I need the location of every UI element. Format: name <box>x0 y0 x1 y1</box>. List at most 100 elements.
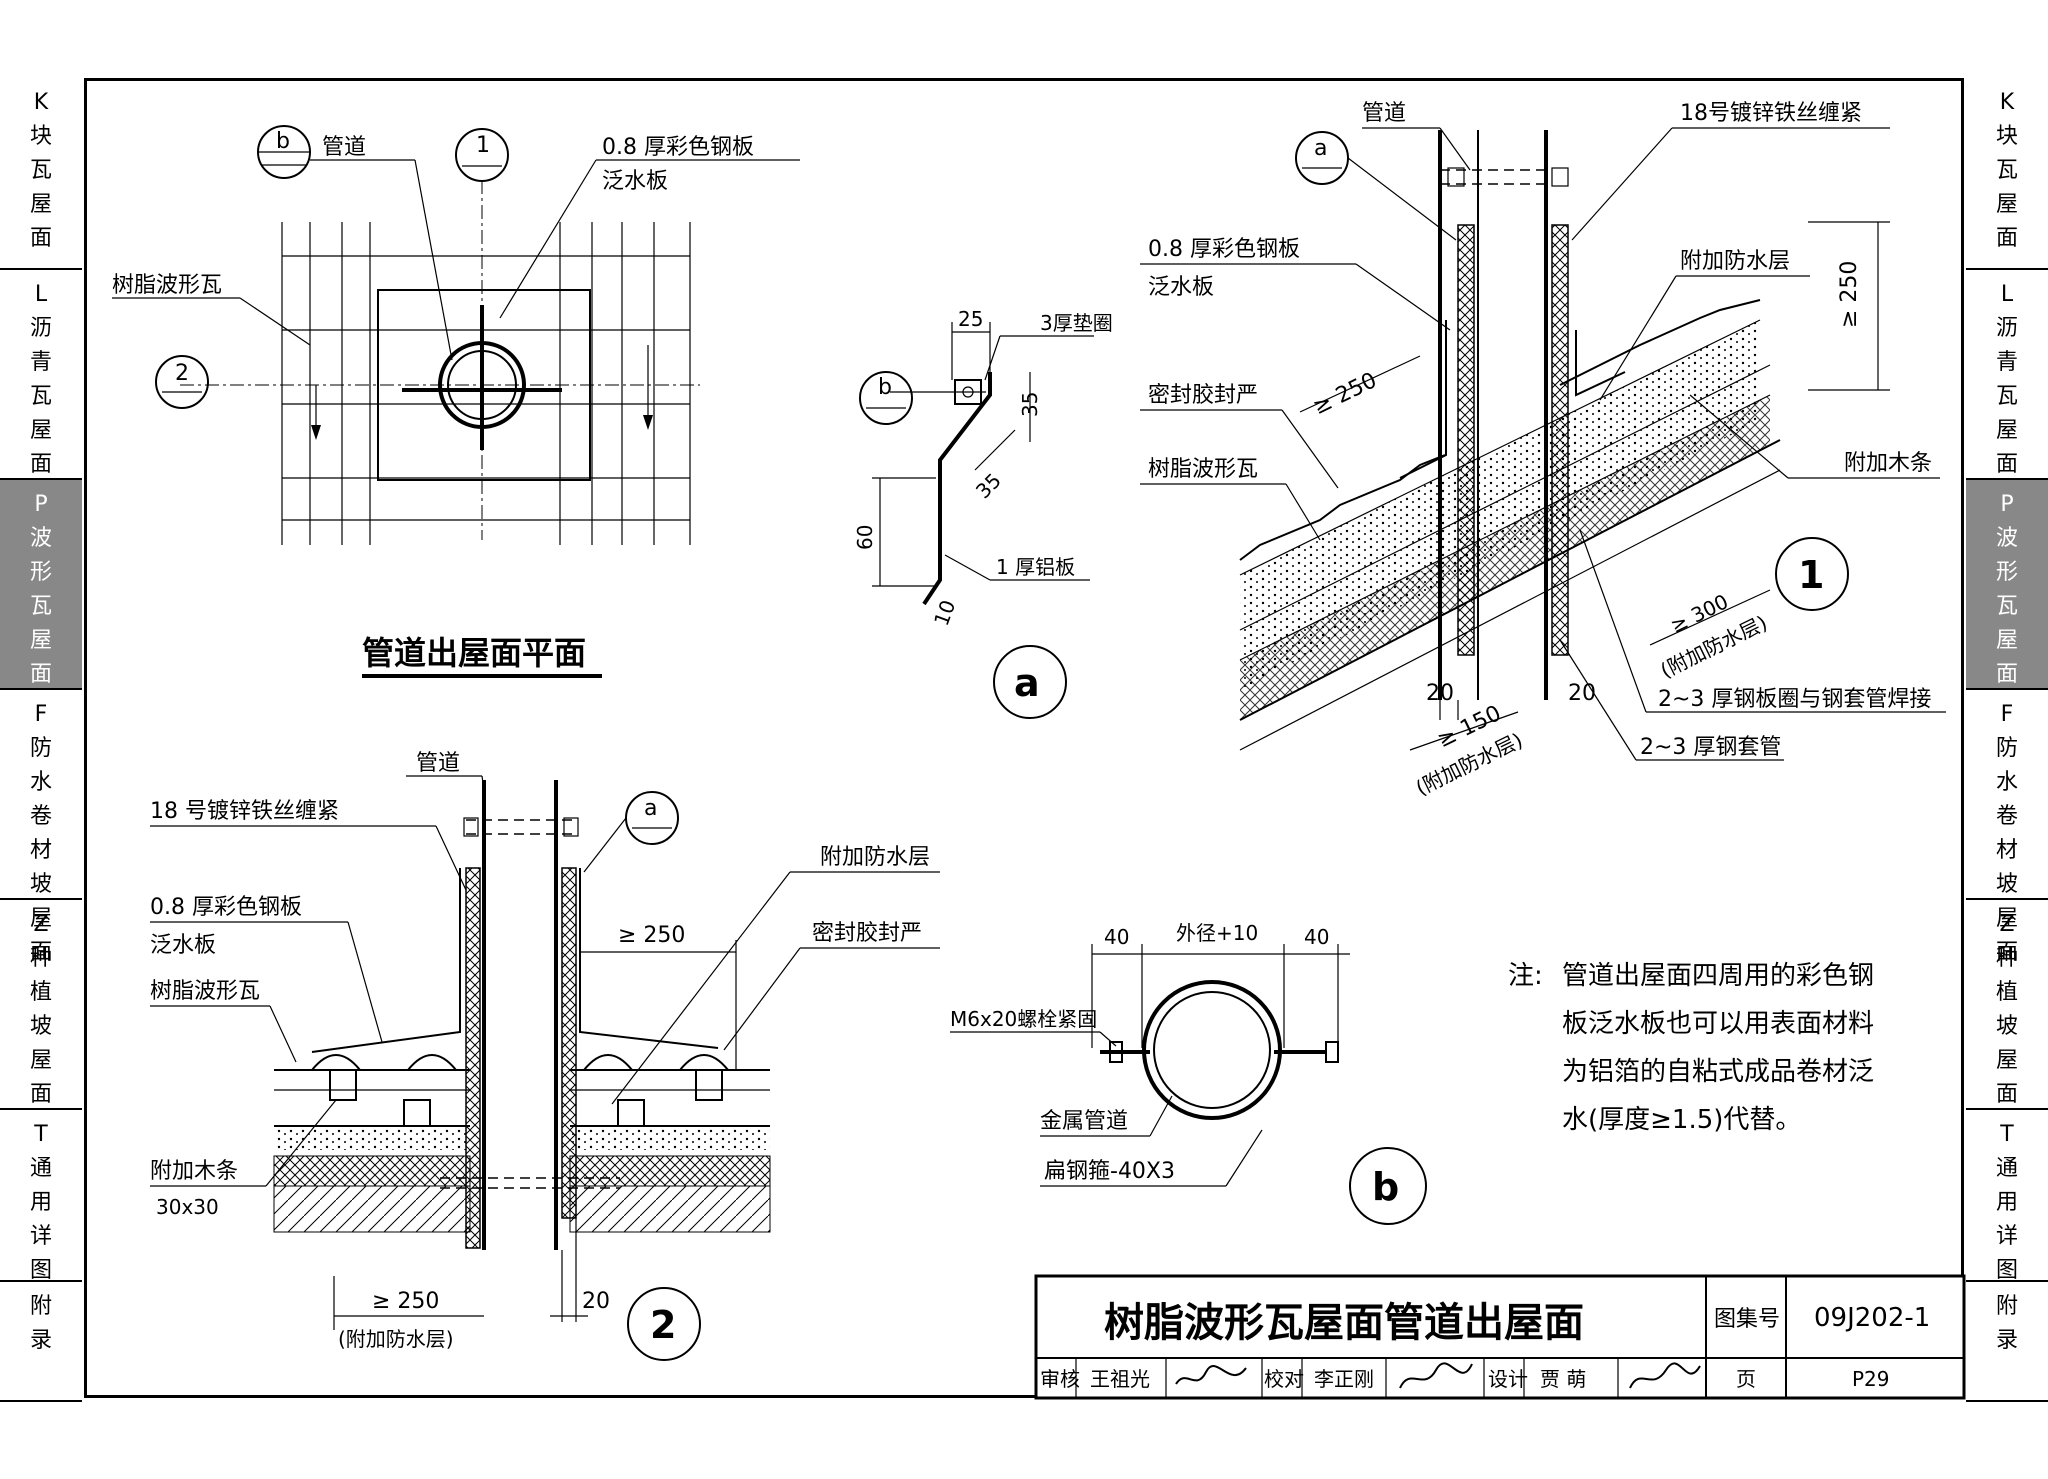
detail-a-label: a <box>1014 661 1040 705</box>
sidebar-tab-right-6[interactable]: 附录 <box>1966 1282 2048 1402</box>
detail-a-dim-35a: 35 <box>1018 392 1042 417</box>
sidebar-tab-char: 沥 <box>29 316 52 341</box>
sidebar-tab-char: 青 <box>29 350 52 375</box>
sidebar-tab-char: P <box>34 492 48 517</box>
sidebar-tab-char: 材 <box>29 838 52 863</box>
sidebar-tab-char: 屋 <box>29 628 52 653</box>
section-1-dim-250-top: ≥ 250 <box>1837 261 1862 328</box>
sidebar-tab-char: P <box>2000 492 2014 517</box>
sidebar-tab-char: 屋 <box>29 906 52 931</box>
sidebar-tab-char: 图 <box>29 1258 52 1283</box>
sidebar-tab-char: 屋 <box>1995 192 2018 217</box>
plan-view: b 1 2 管道 0.8 厚彩色钢板 泛水板 树脂波形瓦 管道出屋面平面 <box>112 125 800 678</box>
sidebar-tab-char: L <box>34 282 48 307</box>
sidebar-tab-char: 防 <box>29 736 52 761</box>
sidebar-tab-char: 屋 <box>1995 418 2018 443</box>
plan-label-flashing-1: 0.8 厚彩色钢板 <box>602 135 754 160</box>
section-2-dim-250-top: ≥ 250 <box>618 923 685 948</box>
section-1-label-flashing-2: 泛水板 <box>1148 275 1214 300</box>
section-1-label-ring: 2~3 厚钢板圈与钢套管焊接 <box>1658 687 1931 712</box>
note-line-0: 管道出屋面四周用的彩色钢 <box>1562 961 1874 991</box>
section-2-label: 2 <box>650 1303 676 1347</box>
sidebar-tab-char: 面 <box>29 226 52 251</box>
sidebar-tab-char: 种 <box>1995 946 2018 971</box>
drawing-frame <box>84 78 1964 1398</box>
section-2-label-extra-waterproof: 附加防水层 <box>820 845 930 870</box>
section-1-label-extra-waterproof: 附加防水层 <box>1680 249 1790 274</box>
sidebar-tab-char: 防 <box>1995 736 2018 761</box>
sidebar-tab-char: 卷 <box>1995 804 2018 829</box>
sidebar-tab-char: 面 <box>29 452 52 477</box>
detail-b-label-hoop: 扁钢箍-40X3 <box>1044 1159 1175 1184</box>
sidebar-tab-char: 屋 <box>1995 906 2018 931</box>
sidebar-tab-char: 材 <box>1995 838 2018 863</box>
sidebar-tab-char: 屋 <box>29 418 52 443</box>
sidebar-tab-left-6[interactable]: 附录 <box>0 1282 82 1402</box>
title-block-designer: 贾 萌 <box>1540 1367 1586 1391</box>
title-block-review-label: 审核 <box>1040 1367 1080 1391</box>
sidebar-tab-char: 面 <box>29 662 52 687</box>
detail-b-dim-40b: 40 <box>1304 925 1329 949</box>
section-1-label-wire: 18号镀锌铁丝缠紧 <box>1680 101 1862 126</box>
section-2: a 管道 18 号镀锌铁丝缠紧 0.8 厚彩色钢板 泛水板 树脂波形瓦 附加防水… <box>150 751 940 1361</box>
sidebar-tab-char: 瓦 <box>29 594 52 619</box>
section-2-dim-20: 20 <box>582 1289 610 1314</box>
sidebar-tab-char: 形 <box>1995 560 2018 585</box>
detail-a-dim-25: 25 <box>958 307 983 331</box>
sidebar-tab-char: K <box>33 90 49 115</box>
sidebar-tab-char: 水 <box>29 770 52 795</box>
sidebar-tab-char: 屋 <box>29 192 52 217</box>
reviewer-signature <box>1175 1365 1247 1385</box>
section-1-label-pipe: 管道 <box>1362 101 1406 126</box>
sidebar-tab-char: 瓦 <box>1995 384 2018 409</box>
sidebar-tab-char: 录 <box>1995 1328 2018 1353</box>
title-block-checker: 李正刚 <box>1314 1367 1374 1391</box>
section-2-label-tile: 树脂波形瓦 <box>150 979 260 1004</box>
sidebar-tab-char: 附 <box>1995 1294 2018 1319</box>
plan-marker-2: 2 <box>175 361 189 386</box>
section-2-dim-250-bottom: ≥ 250 <box>372 1289 439 1314</box>
note-line-1: 板泛水板也可以用表面材料 <box>1562 1009 1874 1039</box>
sidebar-tab-char: 坡 <box>1995 872 2018 897</box>
sidebar-tab-char: 卷 <box>29 804 52 829</box>
note-line-2: 为铝箔的自粘式成品卷材泛 <box>1562 1057 1874 1087</box>
sidebar-tab-char: F <box>34 702 48 727</box>
sidebar-tab-char: 坡 <box>29 872 52 897</box>
section-2-label-flashing-2: 泛水板 <box>150 933 216 958</box>
plan-marker-b: b <box>276 129 290 154</box>
title-block-reviewer: 王祖光 <box>1090 1367 1150 1391</box>
section-1-dim-20b: 20 <box>1568 681 1596 706</box>
sidebar-tab-char: 瓦 <box>29 158 52 183</box>
sidebar-tab-char: F <box>2000 702 2014 727</box>
section-1-marker-a: a <box>1314 136 1327 161</box>
plan-label-pipe: 管道 <box>322 135 366 160</box>
section-1-label-sealant: 密封胶封严 <box>1148 383 1258 408</box>
section-1-label-sleeve: 2~3 厚钢套管 <box>1640 735 1781 760</box>
sidebar-tab-char: 种 <box>29 946 52 971</box>
section-1: a 管道 18号镀锌铁丝缠紧 0.8 厚彩色钢板 泛水板 附加防水层 密封胶封严… <box>1140 101 1946 800</box>
section-2-label-sealant: 密封胶封严 <box>812 921 922 946</box>
sidebar-tab-char: 面 <box>29 940 52 965</box>
title-block: 树脂波形瓦屋面管道出屋面 图集号 09J202-1 审核 王祖光 校对 李正刚 … <box>1034 1274 1966 1400</box>
section-2-label-wire: 18 号镀锌铁丝缠紧 <box>150 799 339 824</box>
sidebar-tab-char: 屋 <box>29 1048 52 1073</box>
note-prefix: 注: <box>1508 961 1543 991</box>
sidebar-tab-char: 附 <box>29 1294 52 1319</box>
detail-a: b 25 35 35 60 10 3厚垫圈 1 厚铝板 a <box>853 307 1113 719</box>
section-2-label-batten-1: 附加木条 <box>150 1159 238 1184</box>
title-block-title: 树脂波形瓦屋面管道出屋面 <box>1104 1300 1584 1346</box>
